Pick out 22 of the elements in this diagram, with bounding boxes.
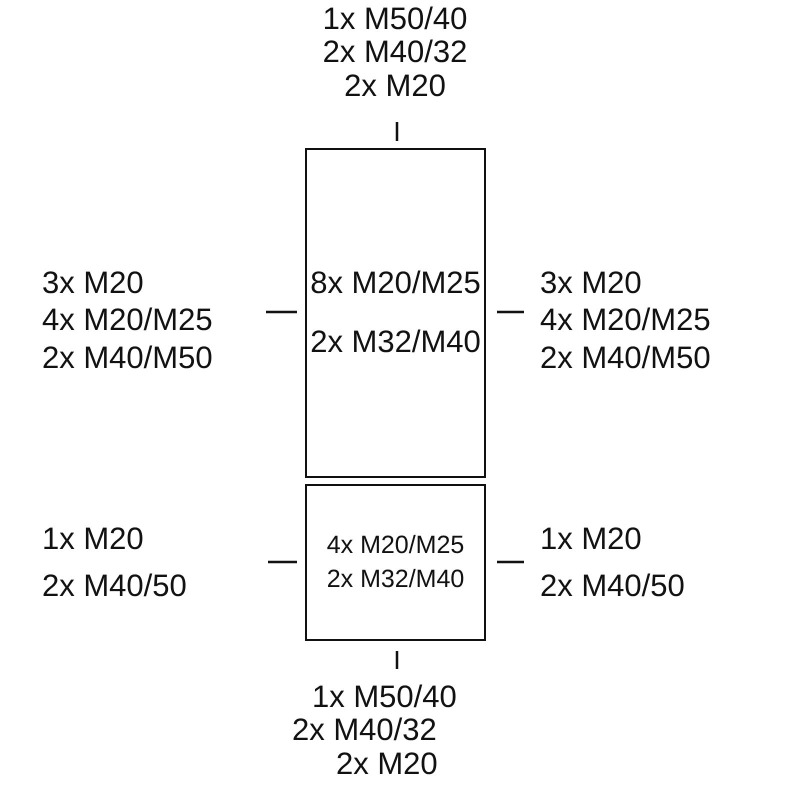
entry-label: 3x M20 xyxy=(540,266,642,300)
entry-label: 2x M40/M50 xyxy=(540,340,711,374)
box-label: 8x M20/M25 xyxy=(309,265,482,302)
entry-label: 2x M20 xyxy=(336,746,438,780)
entry-label: 2x M40/50 xyxy=(540,569,685,603)
entry-label: 3x M20 xyxy=(42,266,144,300)
enclosure-box xyxy=(305,484,486,641)
box-label: 2x M32/M40 xyxy=(326,564,466,594)
entry-label: 2x M40/32 xyxy=(292,713,437,747)
entry-label: 2x M40/50 xyxy=(42,569,187,603)
entry-label: 2x M20 xyxy=(344,68,446,102)
entry-label: 4x M20/M25 xyxy=(540,303,711,337)
entry-label: 4x M20/M25 xyxy=(42,303,213,337)
entry-label: 1x M50/40 xyxy=(322,2,468,36)
entry-label: 2x M40/M50 xyxy=(42,340,213,374)
entry-label: 1x M20 xyxy=(42,522,144,556)
box-label: 2x M32/M40 xyxy=(309,324,482,361)
entry-label: 2x M40/32 xyxy=(322,35,468,69)
entry-label: 1x M50/40 xyxy=(312,680,457,714)
entry-label: 1x M20 xyxy=(540,522,642,556)
box-label: 4x M20/M25 xyxy=(326,531,466,560)
enclosure-box xyxy=(305,148,486,478)
